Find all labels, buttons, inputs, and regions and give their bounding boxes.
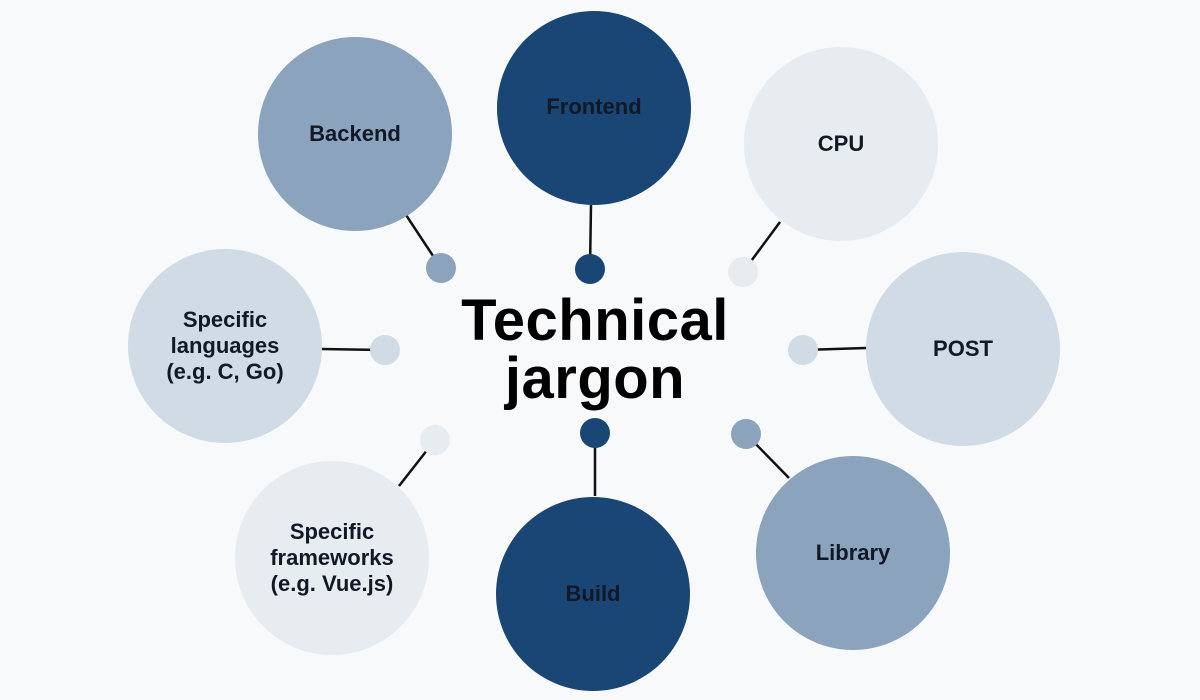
dot-library bbox=[731, 419, 761, 449]
node-label: Frontend bbox=[546, 94, 642, 119]
node-post: POST bbox=[866, 252, 1060, 446]
dot-frontend bbox=[575, 254, 605, 284]
node-build: Build bbox=[496, 497, 690, 691]
node-label: Backend bbox=[309, 121, 401, 146]
title-line-2: jargon bbox=[504, 346, 686, 411]
dot-build bbox=[580, 418, 610, 448]
dot-backend bbox=[426, 253, 456, 283]
dot-cpu bbox=[728, 257, 758, 287]
dot-post bbox=[788, 335, 818, 365]
central-title: Technical jargon bbox=[400, 292, 790, 408]
node-backend: Backend bbox=[258, 37, 452, 231]
node-label: CPU bbox=[817, 131, 865, 156]
dot-languages bbox=[370, 335, 400, 365]
node-cpu: CPU bbox=[744, 47, 938, 241]
node-library: Library bbox=[756, 456, 950, 650]
title-line-1: Technical bbox=[461, 288, 729, 353]
node-label: Specific frameworks (e.g. Vue.js) bbox=[270, 519, 394, 596]
node-label: POST bbox=[933, 336, 993, 361]
dot-frameworks bbox=[420, 425, 450, 455]
node-label: Specific languages (e.g. C, Go) bbox=[166, 307, 284, 384]
node-label: Build bbox=[565, 581, 621, 606]
node-frameworks: Specific frameworks (e.g. Vue.js) bbox=[235, 461, 429, 655]
node-label: Library bbox=[815, 540, 891, 565]
node-frontend: Frontend bbox=[497, 11, 691, 205]
node-languages: Specific languages (e.g. C, Go) bbox=[128, 249, 322, 443]
